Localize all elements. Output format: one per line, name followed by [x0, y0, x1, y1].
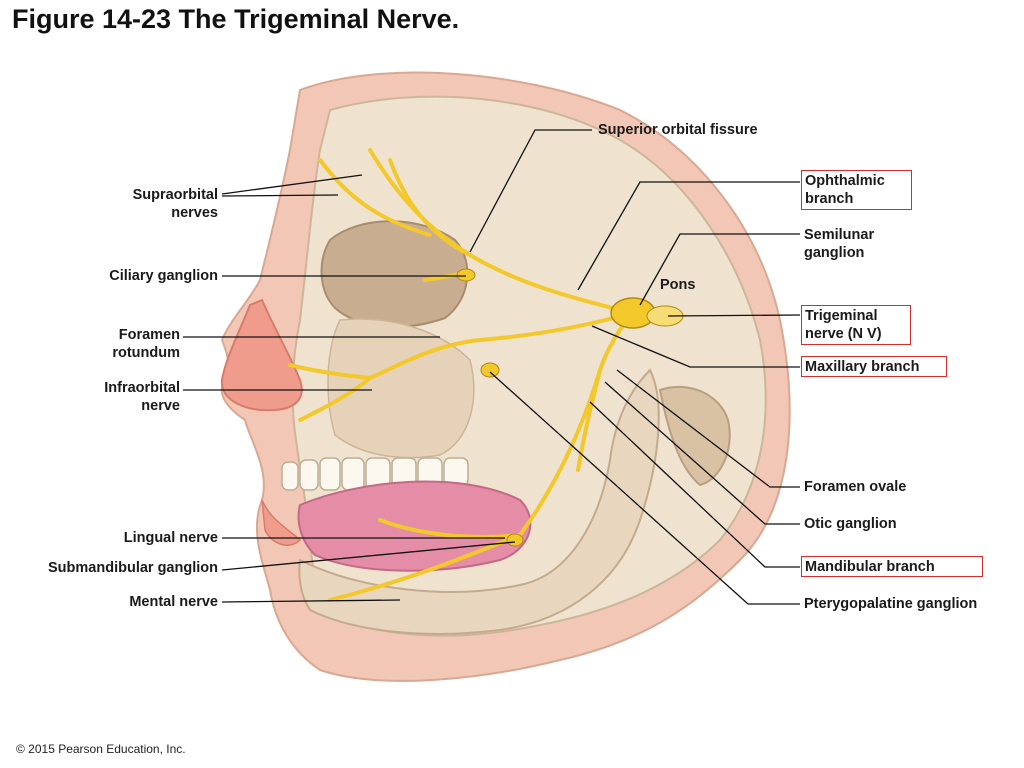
highlight-box-ophthalmic — [801, 170, 912, 210]
leader-lines — [183, 129, 801, 605]
label-line: Supraorbital — [132, 187, 218, 203]
label-line: Semilunar — [804, 227, 875, 243]
label-line: Pterygopalatine ganglion — [804, 596, 978, 612]
label-mandibular-branch: Mandibular branch — [805, 558, 935, 576]
label-line: Ciliary ganglion — [109, 268, 218, 284]
label-submandibular-ganglion: Submandibular ganglion — [10, 559, 218, 577]
submandibular-ganglion — [506, 533, 524, 547]
upper-teeth — [281, 457, 469, 491]
label-line: nerve (N V) — [805, 326, 882, 342]
label-lingual-nerve: Lingual nerve — [70, 529, 218, 547]
page-title: Figure 14-23 The Trigeminal Nerve. — [12, 4, 460, 34]
tongue — [297, 480, 532, 572]
highlight-box-mandibular — [801, 556, 983, 577]
lower-lip — [261, 499, 302, 546]
label-infraorbital-nerve: Infraorbital nerve — [80, 379, 180, 415]
label-line: ganglion — [804, 245, 865, 261]
mandible — [298, 368, 660, 635]
label-line: Otic ganglion — [804, 516, 897, 532]
highlight-box-trigeminal — [801, 305, 911, 345]
label-supraorbital-nerves: Supraorbital nerves — [118, 186, 218, 222]
label-ophthalmic-branch: Ophthalmic branch — [805, 172, 885, 208]
ear-region — [658, 385, 731, 487]
label-line: Superior orbital fissure — [598, 122, 758, 138]
label-line: Lingual nerve — [123, 530, 218, 546]
label-line: Pons — [660, 277, 696, 293]
label-line: Ophthalmic — [805, 173, 885, 189]
label-ciliary-ganglion: Ciliary ganglion — [70, 267, 218, 285]
label-line: Mandibular branch — [805, 559, 935, 575]
label-foramen-rotundum: Foramen rotundum — [90, 326, 180, 362]
orbit — [320, 220, 469, 328]
label-line: branch — [805, 191, 854, 207]
label-foramen-ovale: Foramen ovale — [804, 478, 906, 496]
label-otic-ganglion: Otic ganglion — [804, 515, 897, 533]
pterygopalatine-ganglion — [480, 362, 500, 378]
label-line: nerves — [171, 205, 218, 221]
label-superior-orbital-fissure: Superior orbital fissure — [598, 121, 758, 139]
label-line: Maxillary branch — [805, 359, 920, 375]
label-line: Submandibular ganglion — [48, 560, 218, 576]
label-pterygopalatine-ganglion: Pterygopalatine ganglion — [804, 595, 977, 613]
label-mental-nerve: Mental nerve — [70, 593, 218, 611]
label-line: Mental nerve — [129, 594, 218, 610]
label-pons: Pons — [660, 276, 695, 294]
highlight-box-maxillary — [801, 356, 947, 377]
label-semilunar-ganglion: Semilunar ganglion — [804, 226, 874, 262]
label-maxillary-branch: Maxillary branch — [805, 358, 919, 376]
label-line: rotundum — [112, 345, 180, 361]
nerve-branches — [288, 148, 634, 602]
label-line: Infraorbital — [104, 380, 180, 396]
label-line: Trigeminal — [805, 308, 878, 324]
label-line: nerve — [141, 398, 180, 414]
label-line: Foramen — [118, 327, 180, 343]
nose — [220, 298, 303, 412]
ciliary-ganglion — [456, 268, 476, 282]
label-trigeminal-nerve: Trigeminal nerve (N V) — [805, 307, 882, 343]
label-line: Foramen ovale — [804, 479, 907, 495]
copyright-notice: © 2015 Pearson Education, Inc. — [16, 742, 186, 756]
